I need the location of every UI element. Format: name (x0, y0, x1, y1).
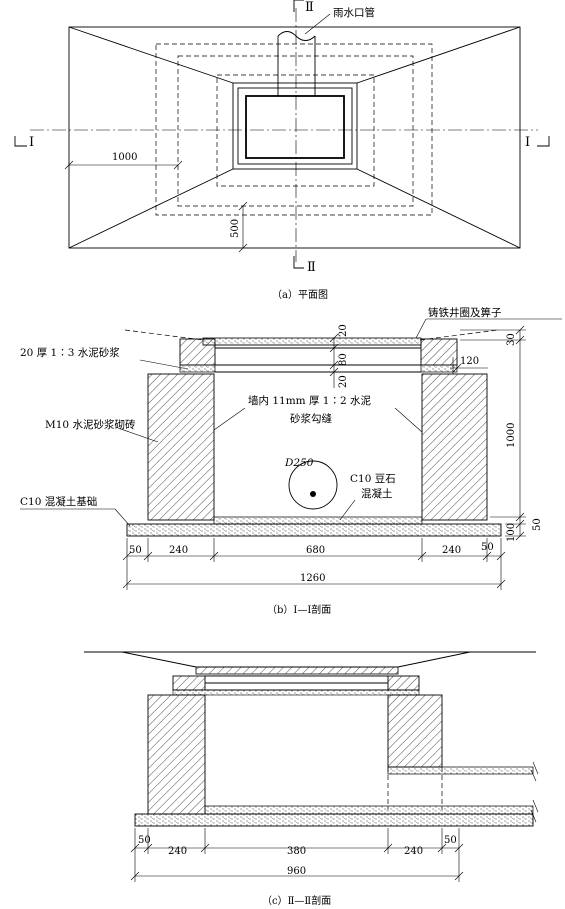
mortar-bed-left (179, 364, 216, 373)
plan-dashed-outline-inner (216, 74, 375, 187)
s2-dim-960: 960 (287, 866, 306, 877)
plan-dashed-outline-middle (177, 55, 414, 207)
gravel-label-line2: 混凝土 (361, 487, 393, 500)
dim-50-vertical: 50 (532, 518, 543, 531)
dim-120: 120 (460, 356, 479, 367)
section-label-2-top: Ⅱ (305, 0, 314, 15)
dim-100: 100 (506, 523, 517, 542)
plan-outer-boundary (68, 26, 521, 249)
dim-1260: 1260 (300, 573, 325, 584)
inlet-frame-mid (237, 87, 353, 165)
pipe-circle (288, 460, 338, 510)
plan-dim-500: 500 (230, 219, 241, 238)
section-label-1-left: Ⅰ (29, 135, 34, 150)
s2-dim-50-right: 50 (444, 835, 457, 846)
slope-line-br (356, 168, 521, 249)
pipe-diameter-label: D250 (284, 457, 314, 469)
outlet-pipe (387, 766, 534, 775)
section-2-view: 50 240 380 240 50 960 （c）Ⅱ—Ⅱ剖面 (84, 651, 539, 907)
grate-band (195, 666, 399, 675)
mortar-bed-right (420, 364, 458, 373)
dim-240-right: 240 (442, 545, 461, 556)
brick-wall-label: M10 水泥砂浆砌砖 (45, 418, 136, 431)
pipe-label-leader (304, 13, 331, 35)
brick-wall-left (147, 694, 206, 815)
pointing-label-line1: 墙内 11mm 厚 1∶2 水泥 (248, 394, 371, 407)
mortar-label: 20 厚 1∶3 水泥砂浆 (20, 346, 120, 359)
dim-80: 80 (338, 353, 349, 366)
section-mark-2-bottom (293, 256, 304, 269)
pipe-center-dot (310, 491, 316, 497)
frame-rim-right (420, 338, 458, 366)
slope-line-bl (68, 168, 234, 249)
concrete-foundation (126, 523, 502, 537)
dim-20-top: 20 (338, 324, 349, 337)
section-2-caption: （c）Ⅱ—Ⅱ剖面 (262, 894, 331, 907)
section-mark-2-top (293, 0, 304, 12)
frame-rim-left (179, 338, 216, 366)
section-label-2-bottom: Ⅱ (307, 260, 316, 275)
grate-label: 铸铁井圈及箅子 (428, 306, 502, 319)
plan-view: Ⅰ Ⅰ Ⅱ Ⅱ 雨水口管 1000 500 （a）平面图 (14, 0, 550, 301)
foundation-label: C10 混凝土基础 (20, 495, 97, 508)
section-1-view: D250 铸铁井圈及箅子 20 厚 1∶3 水泥砂浆 墙内 11mm 厚 1∶2… (20, 306, 562, 616)
s2-dim-50-left: 50 (138, 835, 151, 846)
pavement-depression (121, 651, 471, 668)
grade-line-right (419, 329, 499, 341)
section-mark-1-left (14, 136, 27, 147)
cast-iron-grate (202, 337, 422, 346)
section-label-1-right: Ⅰ (525, 135, 530, 150)
dim-240-left: 240 (169, 545, 188, 556)
brick-wall-right (421, 373, 488, 521)
slope-line-tr (356, 26, 521, 84)
inlet-frame-outer (232, 82, 358, 170)
plan-dashed-outline-outer (155, 43, 433, 216)
gravel-label-line1: C10 豆石 (350, 473, 396, 485)
plan-caption: （a）平面图 (272, 289, 328, 301)
pointing-label-line2: 砂浆勾缝 (290, 412, 332, 425)
mortar-bed (172, 689, 420, 696)
s2-dim-240-right: 240 (404, 846, 423, 857)
s2-dim-380: 380 (287, 846, 306, 857)
gravel-concrete-floor (204, 805, 534, 815)
gravel-concrete-floor (213, 516, 423, 525)
brick-wall-left (147, 373, 215, 521)
pipe-label: 雨水口管 (333, 6, 375, 19)
slope-line-tl (68, 26, 234, 84)
section-mark-1-right (537, 136, 550, 147)
s2-dim-240-left: 240 (168, 846, 187, 857)
dim-20-bottom: 20 (338, 375, 349, 388)
grade-line-left (124, 329, 204, 341)
inlet-grate-opening (245, 95, 345, 159)
dim-680: 680 (306, 545, 325, 556)
dim-30: 30 (506, 333, 517, 346)
brick-wall-right (387, 694, 443, 768)
section-1-caption: （b）Ⅰ—Ⅰ剖面 (267, 603, 331, 616)
plan-dim-1000: 1000 (112, 152, 137, 163)
pipe-break-symbol (277, 31, 316, 41)
dim-50-right: 50 (481, 542, 494, 553)
dim-1000-vertical: 1000 (506, 423, 517, 448)
concrete-foundation (134, 813, 534, 827)
dim-50-left: 50 (129, 545, 142, 556)
